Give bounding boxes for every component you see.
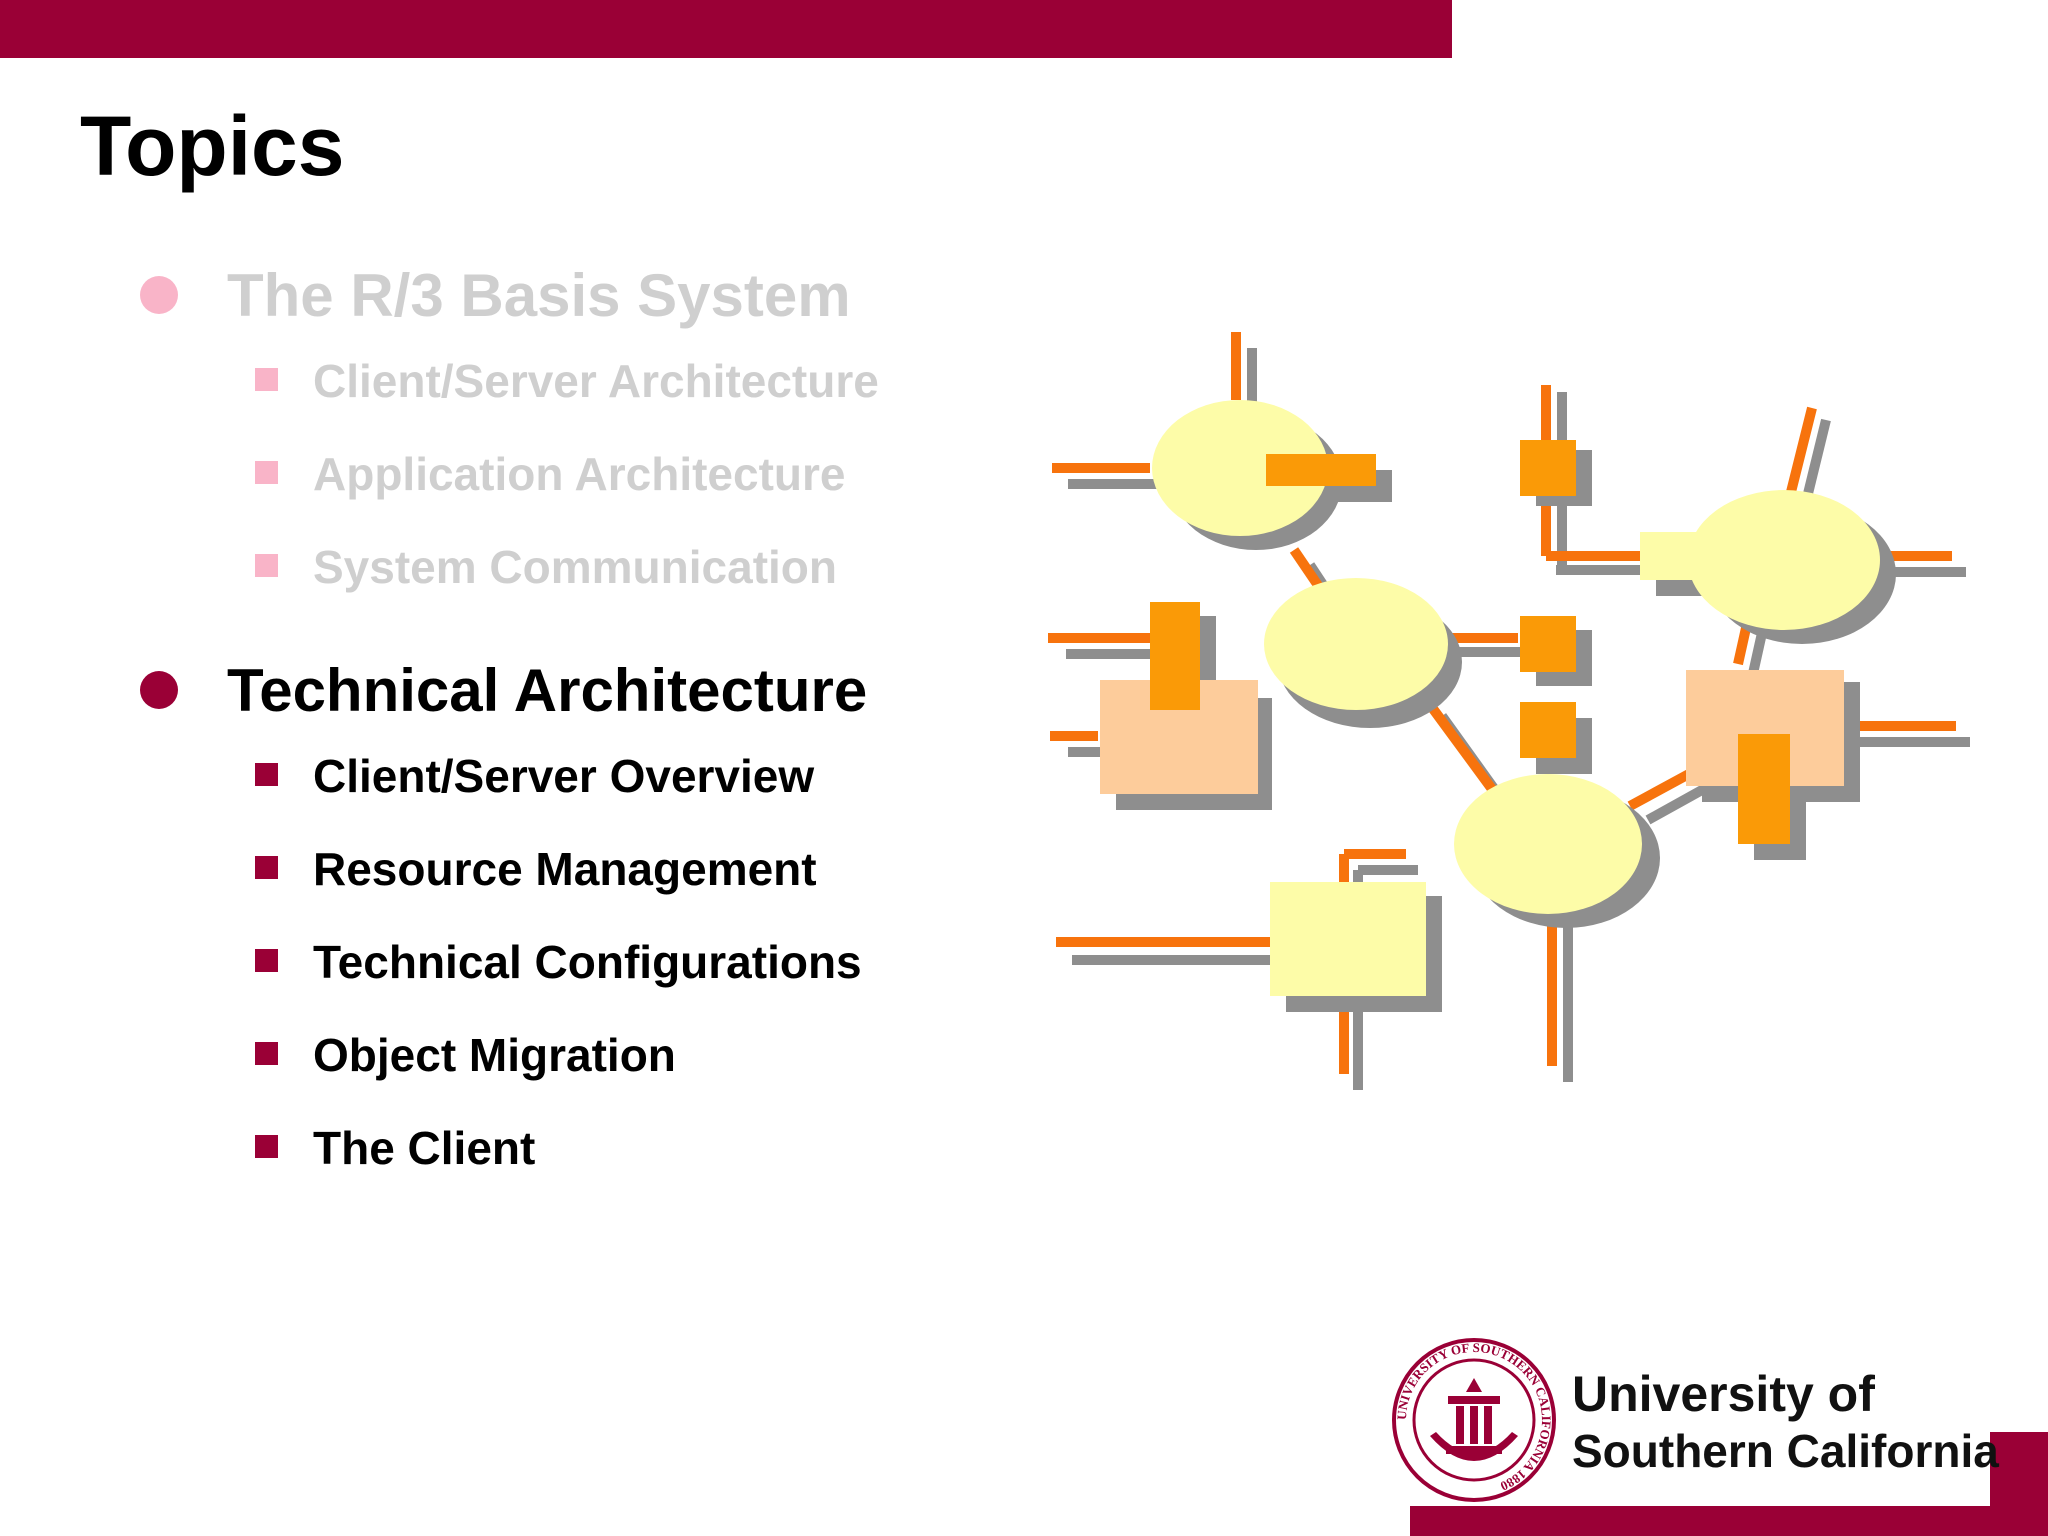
square-bullet-icon bbox=[255, 763, 278, 786]
subtopic-item: The Client bbox=[255, 1122, 536, 1174]
subtopic-label: System Communication bbox=[313, 541, 837, 593]
subtopic-item: Client/Server Overview bbox=[255, 750, 815, 802]
subtopic-item: Resource Management bbox=[255, 843, 817, 895]
subtopic-label: Resource Management bbox=[313, 843, 817, 895]
square-bullet-icon bbox=[255, 856, 278, 879]
header-accent-bar bbox=[0, 0, 1452, 58]
university-seal-icon: UNIVERSITY OF SOUTHERN CALIFORNIA 1880 bbox=[1392, 1338, 1556, 1502]
square-bullet-icon bbox=[255, 461, 278, 484]
subtopic-item: Application Architecture bbox=[255, 448, 846, 500]
square-bullet-icon bbox=[255, 1042, 278, 1065]
subtopic-label: Object Migration bbox=[313, 1029, 676, 1081]
subtopic-label: Technical Configurations bbox=[313, 936, 862, 988]
slide-title: Topics bbox=[80, 99, 345, 193]
footer-accent-bar-bottom bbox=[1410, 1506, 2048, 1536]
subtopic-item: Object Migration bbox=[255, 1029, 676, 1081]
square-bullet-icon bbox=[255, 554, 278, 577]
circle-bullet-icon bbox=[140, 671, 178, 709]
logo-line2: Southern California bbox=[1572, 1425, 1999, 1477]
subtopic-item: Client/Server Architecture bbox=[255, 355, 879, 407]
logo-line1: University of bbox=[1572, 1366, 1875, 1422]
subtopic-item: System Communication bbox=[255, 541, 837, 593]
network-diagram-icon bbox=[1048, 332, 1970, 1090]
square-bullet-icon bbox=[255, 368, 278, 391]
topic-item-r3-basis-system: The R/3 Basis System bbox=[140, 266, 851, 326]
subtopic-label: Client/Server Overview bbox=[313, 750, 815, 802]
subtopic-label: Client/Server Architecture bbox=[313, 355, 879, 407]
square-bullet-icon bbox=[255, 949, 278, 972]
circle-bullet-icon bbox=[140, 276, 178, 314]
topic-label: The R/3 Basis System bbox=[227, 262, 851, 329]
topic-label: Technical Architecture bbox=[227, 657, 868, 724]
subtopic-label: Application Architecture bbox=[313, 448, 846, 500]
square-bullet-icon bbox=[255, 1135, 278, 1158]
university-logo-text: University of Southern California bbox=[1572, 1364, 1999, 1479]
topic-item-technical-architecture: Technical Architecture bbox=[140, 661, 867, 721]
subtopic-item: Technical Configurations bbox=[255, 936, 862, 988]
subtopic-label: The Client bbox=[313, 1122, 536, 1174]
